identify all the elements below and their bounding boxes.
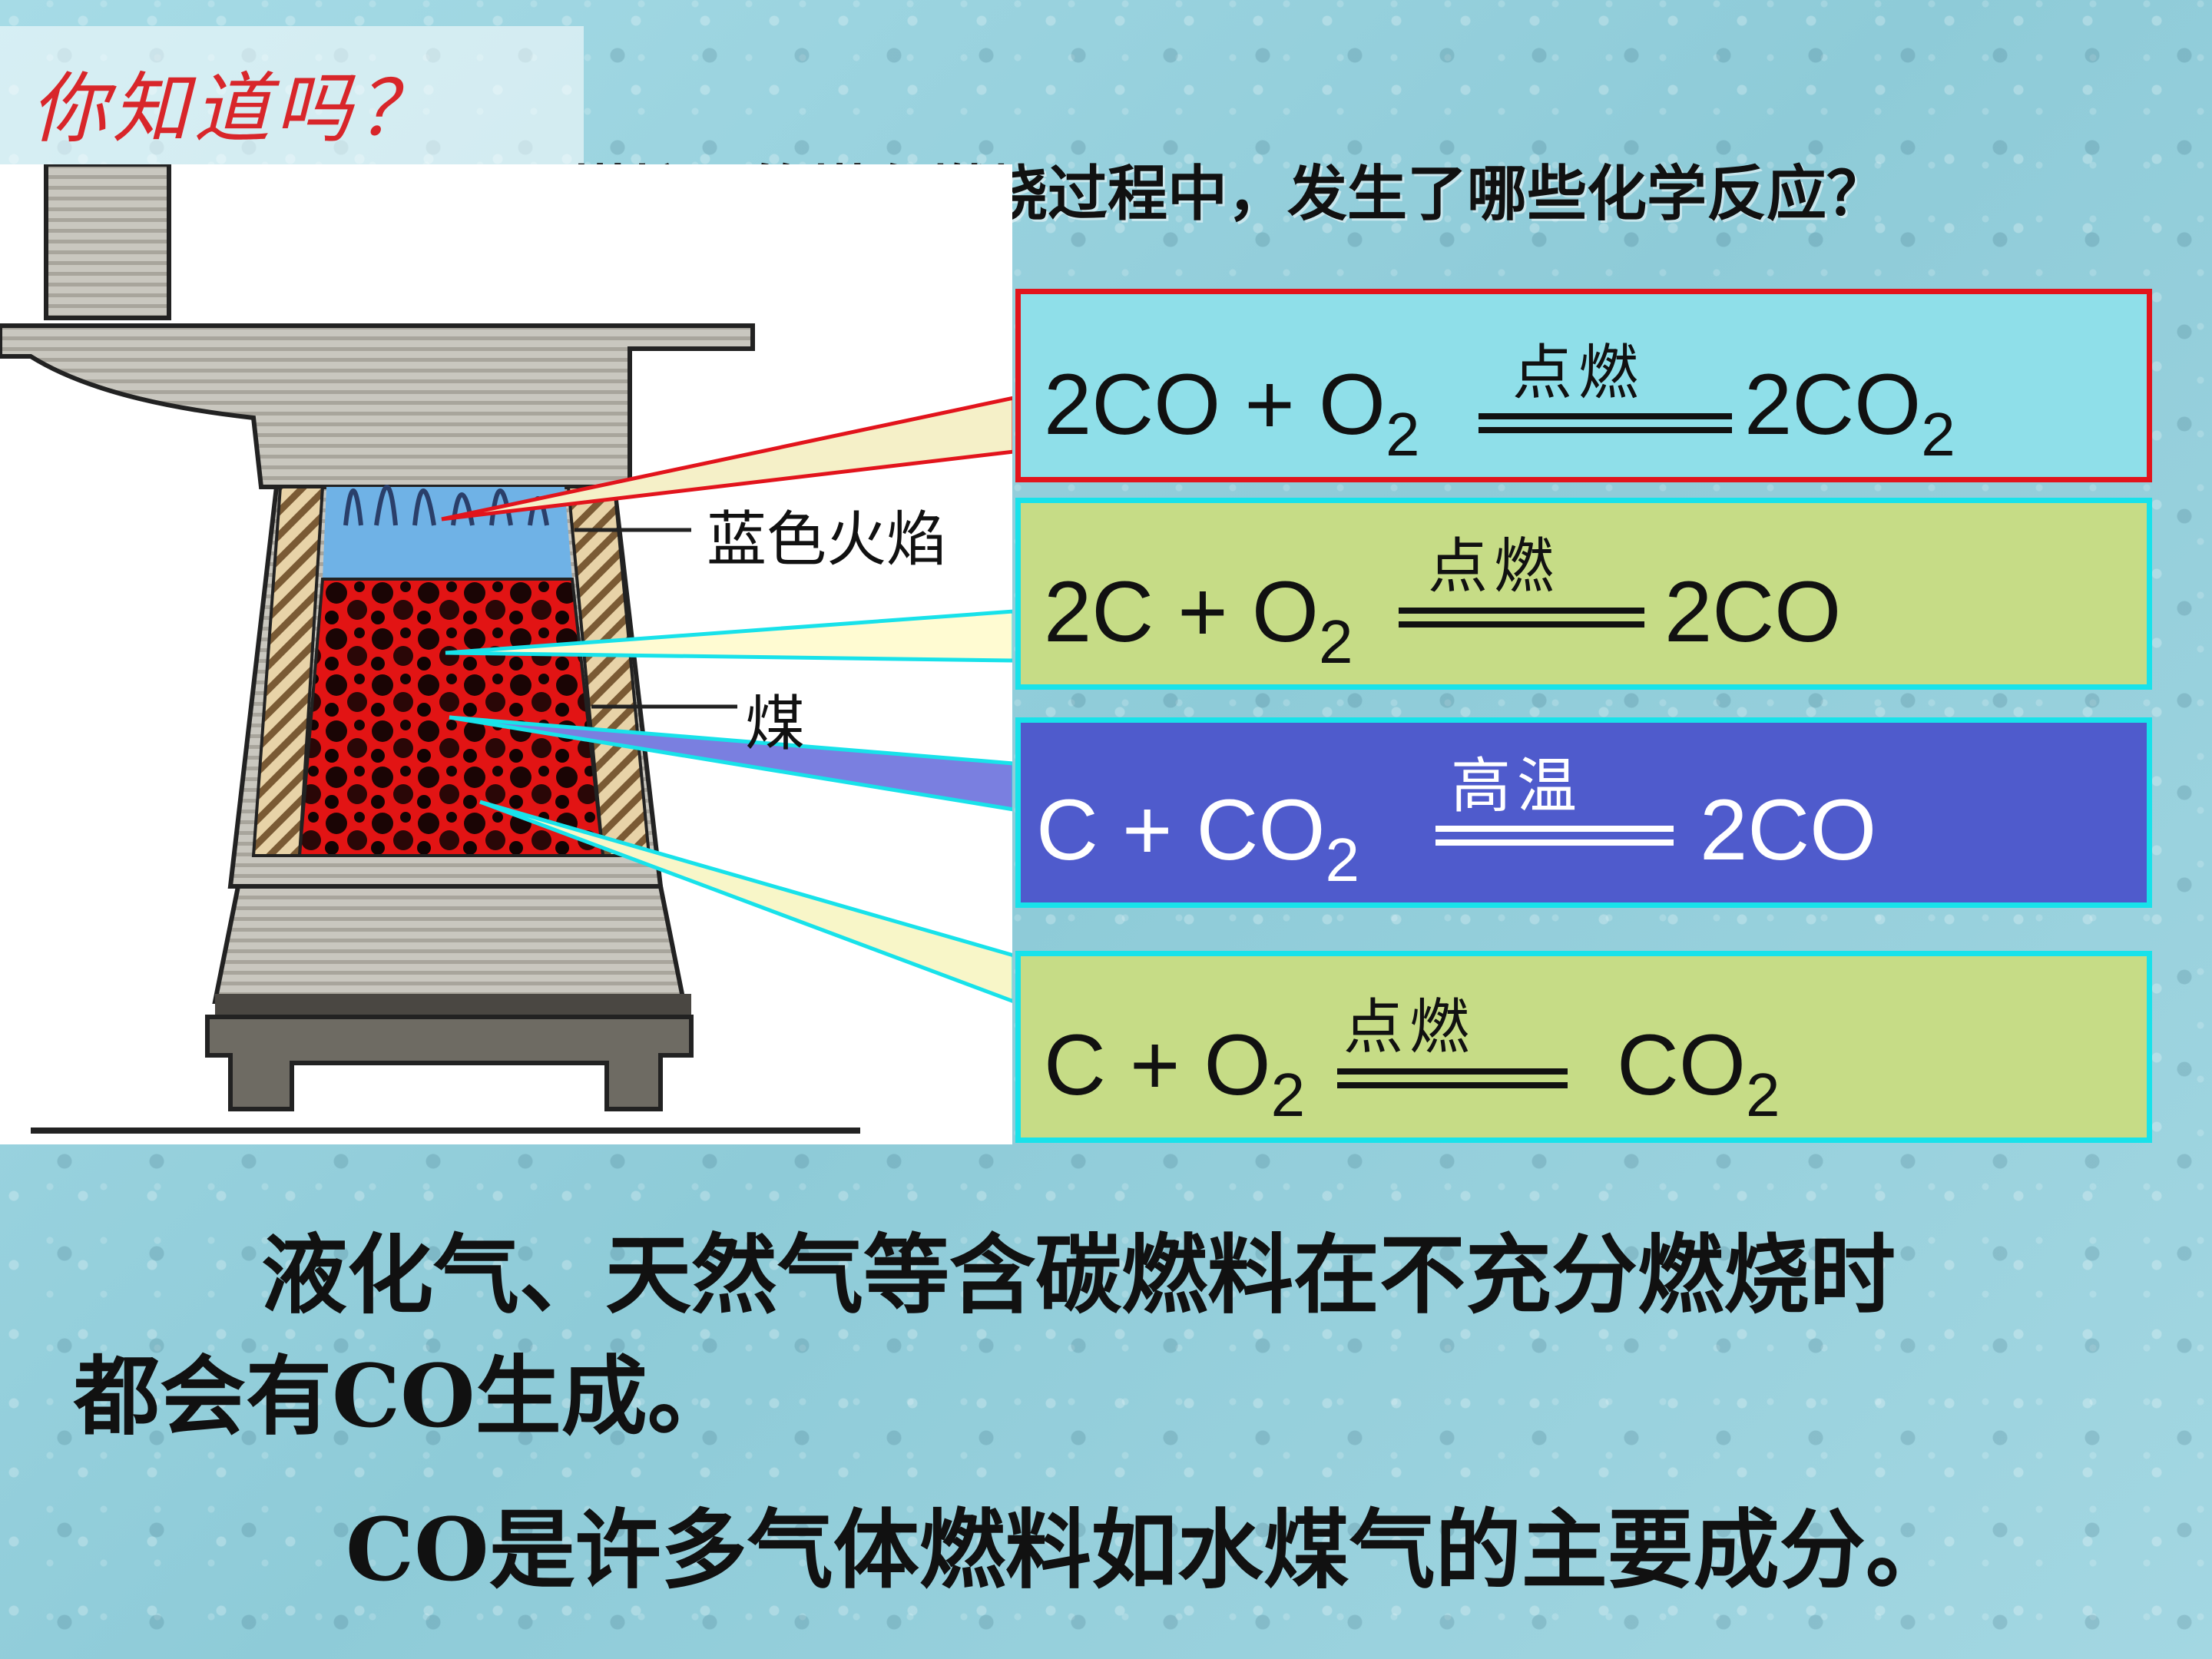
coal-label: 煤 [745,690,806,759]
condition-label: 点燃 [1343,993,1476,1062]
lhs-text: C + O [1044,1017,1271,1113]
chimney [44,164,171,320]
reaction-equals-sign [1479,413,1732,433]
body-paragraph-1-line-2: 都会有CO生成。 [74,1346,733,1447]
reaction-equals-sign [1399,608,1644,628]
equation-rhs: 2CO [1700,780,1876,879]
equation-rhs: CO2 [1617,1015,1780,1129]
lhs-text: C + CO [1036,782,1326,878]
lhs-subscript: 2 [1318,608,1353,676]
equation-lhs: C + CO2 [1036,780,1359,894]
lhs-subscript: 2 [1270,1061,1306,1129]
equation-box-4: 点燃 C + O2 CO2 [1015,951,2152,1143]
stove-legs [205,1015,694,1111]
reaction-equals-sign [1435,826,1674,846]
lhs-subscript: 2 [1325,826,1360,894]
flame-label: 蓝色火焰 [707,505,947,575]
rhs-text: 2CO [1744,356,1922,452]
lhs-text: 2CO + O [1044,356,1386,452]
rhs-text: 2CO [1664,564,1842,660]
equation-box-2: 点燃 2C + O2 2CO [1015,498,2152,690]
callout-eq3 [449,715,1012,812]
rhs-subscript: 2 [1921,400,1955,469]
equation-rhs: 2CO [1664,562,1841,661]
ash-layer [215,994,691,1017]
equation-box-3: 高温 C + CO2 2CO [1015,717,2152,908]
body-paragraph-2: CO是许多气体燃料如水煤气的主要成分。 [346,1500,1952,1601]
condition-label: 点燃 [1512,339,1645,408]
condition-label: 点燃 [1428,532,1561,601]
condition-label: 高温 [1451,752,1584,821]
tagline: 你知道吗？ [31,64,438,154]
reaction-equals-sign [1337,1068,1568,1088]
equation-rhs: 2CO2 [1744,355,1955,469]
callout-eq1 [441,396,1012,522]
callout-eq2 [445,609,1012,663]
lhs-subscript: 2 [1386,400,1420,469]
body-paragraph-1-line-1: 液化气、天然气等含碳燃料在不充分燃烧时 [261,1225,1896,1326]
callout-eq4 [479,800,1012,1003]
rhs-subscript: 2 [1746,1061,1780,1129]
equation-lhs: C + O2 [1044,1015,1305,1129]
ash-chamber [212,884,687,1004]
flame-wisps [343,485,549,526]
coal-stove-illustration [0,164,1012,1144]
equation-lhs: 2C + O2 [1044,562,1353,676]
rhs-text: 2CO [1700,782,1877,878]
rhs-text: CO [1617,1017,1746,1113]
equation-lhs: 2CO + O2 [1044,355,1420,469]
tagline-box [0,26,584,164]
lhs-text: 2C + O [1044,564,1319,660]
equation-box-1: 点燃 2CO + O2 2CO2 [1015,289,2152,482]
